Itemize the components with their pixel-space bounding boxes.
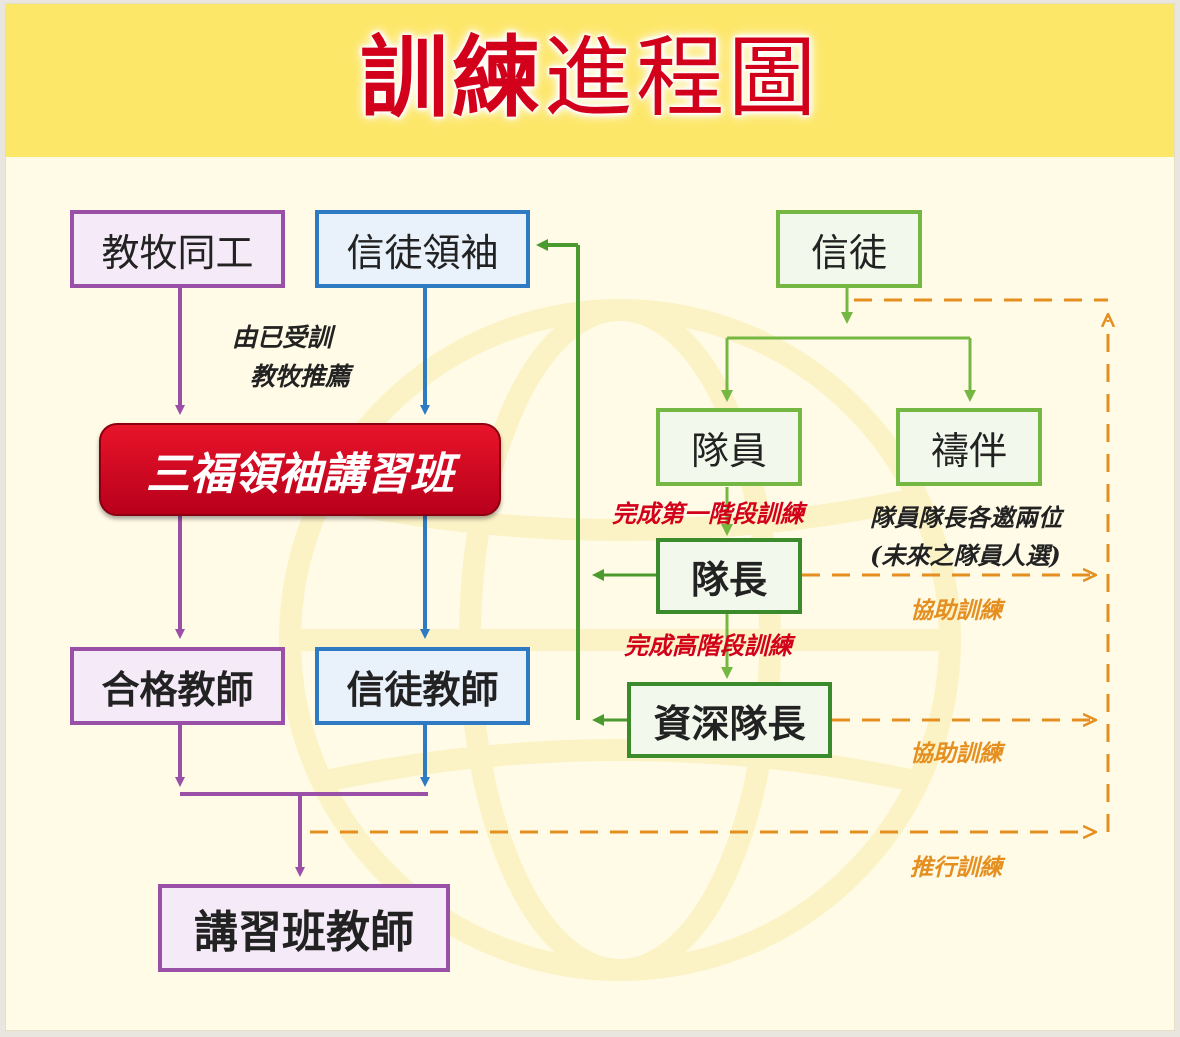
note-assist-training-2: 協助訓練 xyxy=(910,740,1002,767)
note-complete-stage1: 完成第一階段訓練 xyxy=(612,499,804,528)
note-recommend-line1: 由已受訓 xyxy=(232,323,333,352)
page-title: 訓練進程圖 xyxy=(0,28,1180,128)
box-team-member: 隊員 xyxy=(656,408,802,486)
box-prayer-partner: 禱伴 xyxy=(896,408,1042,486)
box-believers: 信徒 xyxy=(776,210,922,288)
box-training-course: 三福領袖講習班 xyxy=(99,423,501,516)
box-qualified-teacher: 合格教師 xyxy=(70,647,285,725)
header-banner xyxy=(6,4,1174,157)
box-believer-leaders: 信徒領袖 xyxy=(315,210,530,288)
box-believer-teacher: 信徒教師 xyxy=(315,647,530,725)
box-pastoral-staff: 教牧同工 xyxy=(70,210,285,288)
box-course-teacher: 講習班教師 xyxy=(158,884,450,972)
note-invite-line1: 隊員隊長各邀兩位 xyxy=(870,503,1062,532)
note-recommend-line2: 教牧推薦 xyxy=(250,362,351,391)
globe-watermark-icon xyxy=(279,299,961,981)
box-senior-team-leader: 資深隊長 xyxy=(627,682,832,758)
note-promote-training: 推行訓練 xyxy=(910,854,1002,881)
title-part2: 進程圖 xyxy=(544,26,821,129)
note-complete-advanced: 完成高階段訓練 xyxy=(624,631,792,660)
note-invite-line2: (未來之隊員人選) xyxy=(870,541,1061,570)
title-part1: 訓練 xyxy=(359,26,544,129)
note-assist-training-1: 協助訓練 xyxy=(910,597,1002,624)
box-team-leader: 隊長 xyxy=(656,538,802,614)
diagram-background xyxy=(6,4,1174,1030)
